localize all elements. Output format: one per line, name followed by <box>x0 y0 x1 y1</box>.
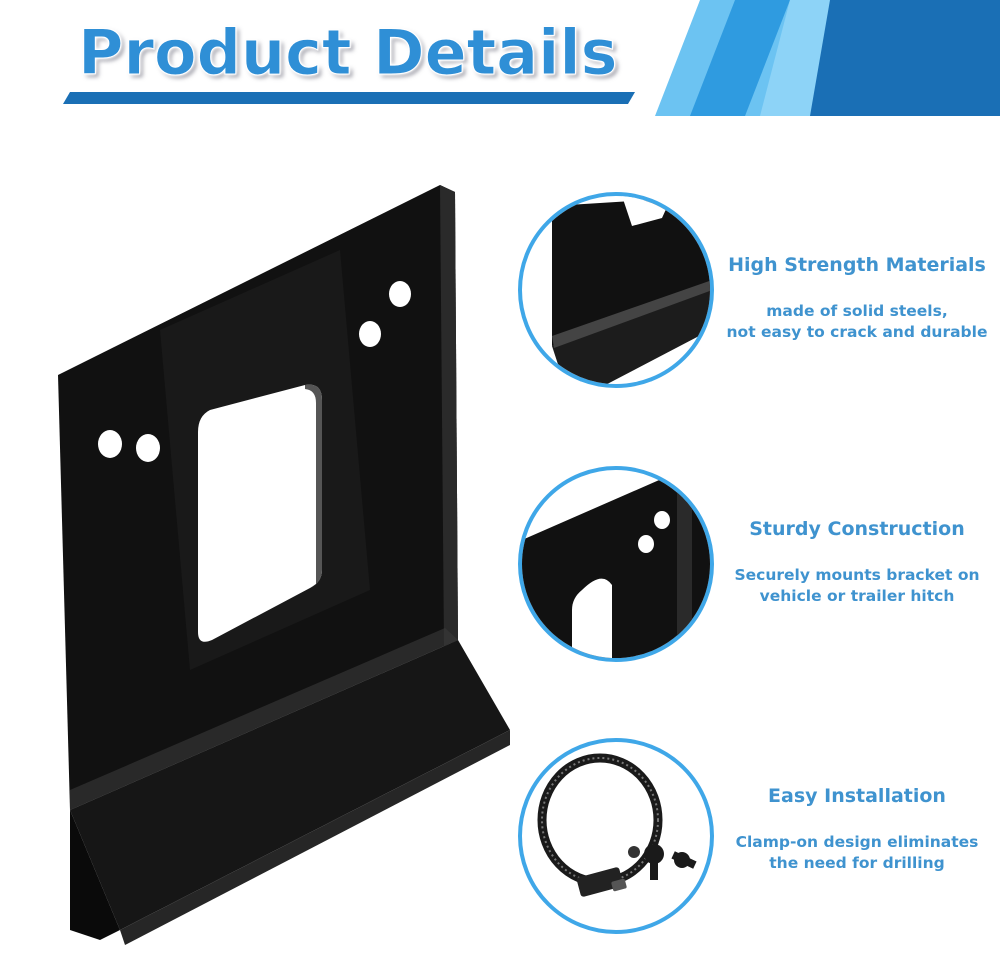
feature-description-line: vehicle or trailer hitch <box>759 587 955 605</box>
hose-clamp-icon <box>537 753 697 897</box>
feature-title: High Strength Materials <box>728 254 986 276</box>
header-banner: Product Details <box>0 0 1000 125</box>
feature-construction: Sturdy Construction Securely mounts brac… <box>712 517 1000 607</box>
feature-materials: High Strength Materials made of solid st… <box>712 253 1000 343</box>
feature-description-line: made of solid steels, <box>766 302 948 320</box>
bracket-corner-icon <box>552 196 710 384</box>
feature-title: Easy Installation <box>768 785 946 807</box>
bracket-holes-icon <box>522 470 710 658</box>
bracket-product-image <box>40 170 530 960</box>
feature-description-line: not easy to crack and durable <box>726 323 988 341</box>
page-title: Product Details <box>78 16 619 90</box>
feature-title: Sturdy Construction <box>749 518 965 540</box>
feature-description-line: the need for drilling <box>769 854 945 872</box>
feature-image-materials <box>518 192 714 388</box>
banner-graphic <box>0 0 1000 116</box>
feature-description-line: Clamp-on design eliminates <box>735 833 979 851</box>
feature-image-construction <box>518 466 714 662</box>
feature-installation: Easy Installation Clamp-on design elimin… <box>712 784 1000 874</box>
feature-image-installation <box>518 738 714 934</box>
feature-description-line: Securely mounts bracket on <box>734 566 980 584</box>
